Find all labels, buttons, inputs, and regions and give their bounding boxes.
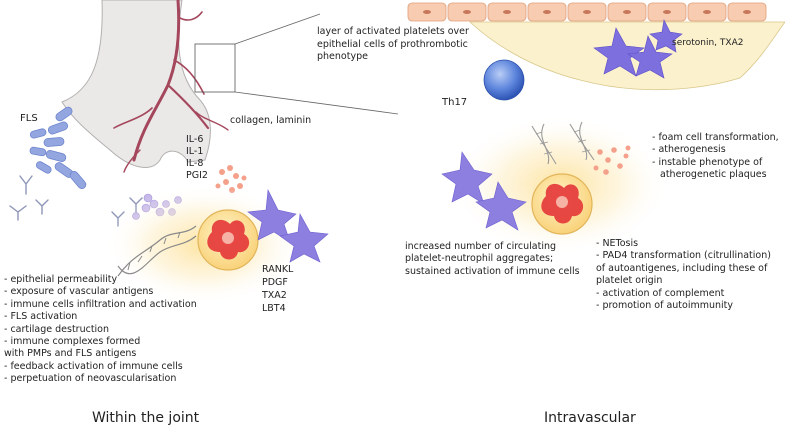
joint-effect: - exposure of vascular antigens [4, 286, 154, 298]
caption-within-joint: Within the joint [92, 410, 200, 426]
cytokine-list: IL-6 IL-1 IL-8 PGI2 [186, 134, 208, 182]
platelets-joint [247, 188, 329, 263]
plaque-effect: - foam cell transformation, [652, 132, 779, 143]
net-effect: - activation of complement [596, 287, 725, 299]
blood-vessels [113, 0, 229, 173]
endothelial-nuclei [423, 10, 751, 14]
neutrophil-joint [197, 209, 259, 271]
th17-cell [483, 59, 525, 101]
mediator-txa2: TXA2 [262, 290, 287, 301]
aggregates-line: sustained activation of immune cells [405, 265, 580, 277]
aggregates-line: platelet-neutrophil aggregates; [405, 253, 554, 265]
dna-strands-vascular [531, 121, 595, 165]
net-effect: of autoantigenes, including these of [596, 262, 768, 274]
collagen-label: collagen, laminin [230, 115, 311, 126]
mediator-list: RANKL PDGF TXA2 LBT4 [262, 263, 293, 315]
plaque-effect: atherogenetic plaques [660, 169, 767, 181]
joint-effect: - FLS activation [4, 311, 78, 323]
mediator-rankl: RANKL [262, 264, 294, 275]
cytokine-il1: IL-1 [186, 146, 204, 157]
aggregates-text: increased number of circulating platelet… [405, 241, 580, 278]
th17-label: Th17 [441, 97, 467, 108]
cytokine-pgi2: PGI2 [186, 170, 208, 181]
platelets-vascular [441, 151, 527, 231]
joint-effect: with PMPs and FLS antigens [4, 348, 137, 360]
plaque-effect: - atherogenesis [652, 144, 726, 156]
serotonin-label: serotonin, TXA2 [672, 38, 743, 48]
zoom-line-bottom [234, 91, 399, 115]
joint-effect: - immune complexes formed [4, 336, 141, 348]
dna-strand-joint [117, 225, 197, 277]
mediator-lbt4: LBT4 [262, 303, 286, 314]
microparticles-vascular [593, 145, 631, 175]
callout-line: epithelial cells of prothrombotic [317, 38, 468, 50]
joint-effect: - epithelial permeability [4, 274, 118, 285]
zoom-box [194, 43, 236, 93]
net-effect: - PAD4 transformation (citrullination) [596, 250, 771, 262]
joint-effect: - cartilage destruction [4, 323, 110, 335]
net-effect: platelet origin [596, 275, 663, 287]
joint-bone [61, 0, 211, 168]
net-effects-list: - NETosis - PAD4 transformation (citrull… [596, 238, 771, 312]
plaque-effect: - instable phenotype of [652, 156, 763, 168]
fls-label-group: FLS [20, 113, 38, 124]
net-effect: - promotion of autoimmunity [596, 300, 734, 312]
cytokine-il8: IL-8 [186, 158, 204, 169]
caption-intravascular: Intravascular [544, 410, 636, 426]
joint-effect: - immune cells infiltration and activati… [4, 298, 197, 310]
joint-effect: - feedback activation of immune cells [4, 360, 183, 372]
mediator-pdgf: PDGF [262, 277, 288, 288]
cytokine-il6: IL-6 [186, 134, 204, 145]
plaque-effects: - foam cell transformation, - atherogene… [652, 132, 779, 182]
aggregates-line: increased number of circulating [405, 241, 557, 252]
fls-label: FLS [20, 113, 38, 124]
callout-line: phenotype [317, 51, 368, 62]
callout-line: layer of activated platelets over [317, 26, 469, 37]
neutrophil-vascular [531, 173, 593, 235]
platelets-plaque [593, 19, 683, 79]
joint-effects-list: - epithelial permeability - exposure of … [4, 274, 197, 386]
zoom-line-top [234, 13, 321, 45]
net-effect: - NETosis [596, 238, 639, 249]
fls-cells [29, 106, 87, 189]
callout-activated-platelets: layer of activated platelets over epithe… [317, 26, 469, 64]
joint-effect: - perpetuation of neovascularisation [4, 373, 177, 385]
